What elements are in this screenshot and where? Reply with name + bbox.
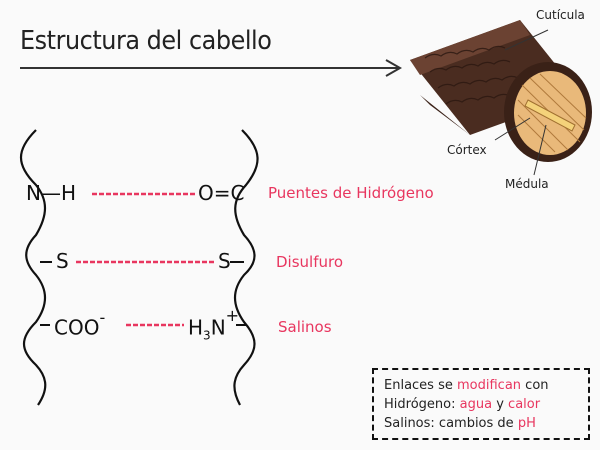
h3n-sub: 3 — [203, 328, 211, 343]
coo-group: COO- — [54, 308, 105, 340]
h3n-charge: + — [225, 306, 240, 325]
right-chain-line — [233, 129, 259, 406]
note-line-2: Hidrógeno: agua y calor — [384, 395, 578, 414]
note-text: Salinos: cambios de — [384, 416, 514, 431]
note-text: Hidrógeno: — [384, 397, 456, 412]
note-box: Enlaces se modifican con Hidrógeno: agua… — [372, 368, 590, 440]
cortex-label: Córtex — [447, 143, 487, 157]
page-title: Estructura del cabello — [20, 26, 272, 56]
note-highlight: modifican — [457, 378, 522, 393]
coo-text: COO — [54, 315, 100, 340]
h3n-group: H3N+ — [188, 306, 239, 343]
cuticle-pointer — [504, 29, 549, 51]
hair-strand-illustration — [410, 20, 592, 176]
salt-bond-label: Salinos — [278, 318, 332, 336]
medulla-pointer — [533, 124, 547, 176]
nh-group: N—H — [26, 181, 76, 205]
note-text: y — [496, 397, 504, 412]
note-line-1: Enlaces se modifican con — [384, 376, 578, 395]
note-highlight: pH — [517, 416, 536, 431]
cortex-pointer — [494, 117, 531, 141]
title-arrow — [20, 59, 403, 77]
h3n-n: N — [210, 315, 226, 340]
disulfide-label: Disulfuro — [276, 253, 344, 271]
note-line-3: Salinos: cambios de pH — [384, 414, 578, 433]
note-text: Enlaces se — [384, 378, 453, 393]
note-highlight: calor — [508, 397, 541, 412]
note-text: con — [525, 378, 549, 393]
left-chain-line — [20, 129, 47, 406]
s-left-group: S — [56, 249, 69, 273]
h3n-h: H — [188, 315, 204, 340]
hydrogen-bond-label: Puentes de Hidrógeno — [268, 184, 434, 202]
coo-charge: - — [99, 308, 106, 327]
note-highlight: agua — [459, 397, 493, 412]
medulla-label: Médula — [505, 177, 549, 191]
s-right-group: S — [218, 249, 231, 273]
oc-group: O=C — [198, 181, 245, 205]
cuticle-label: Cutícula — [536, 8, 585, 22]
